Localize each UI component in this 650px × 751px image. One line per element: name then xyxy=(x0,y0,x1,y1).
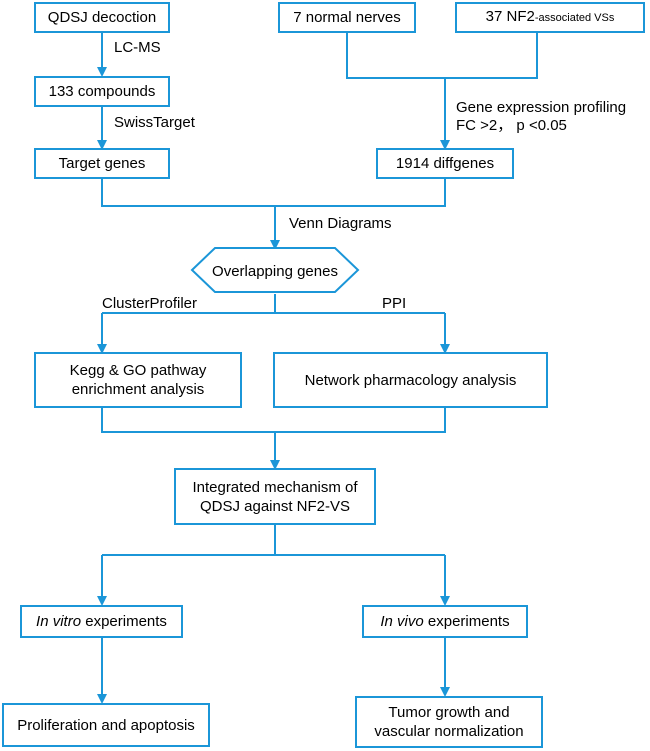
diffgenes-text: 1914 diffgenes xyxy=(395,155,495,172)
in-vitro-italic: In vitro xyxy=(36,613,82,630)
in-vitro-text: In vitro experiments xyxy=(36,612,167,631)
overlapping-genes-text: Overlapping genes xyxy=(212,262,338,280)
kegg-go-line2: enrichment analysis xyxy=(71,381,205,398)
proliferation-text: Proliferation and apoptosis xyxy=(17,716,195,734)
qdsj-decoction-text: QDSJ decoction xyxy=(47,9,157,26)
normal-nerves-box: 7 normal nerves xyxy=(278,2,416,33)
tumor-line2: vascular normalization xyxy=(374,723,524,740)
in-vitro-box: In vitro experiments xyxy=(20,605,183,638)
nf2-vss-text: 37 NF2-associated VSs xyxy=(486,7,615,28)
in-vivo-box: In vivo experiments xyxy=(362,605,528,638)
label-venn-diagrams: Venn Diagrams xyxy=(289,215,392,232)
tumor-line1: Tumor growth and xyxy=(388,704,510,721)
diffgenes-box: 1914 diffgenes xyxy=(376,148,514,179)
in-vivo-text: In vivo experiments xyxy=(380,612,509,631)
label-cluster-profiler: ClusterProfiler xyxy=(102,295,198,312)
nf2-vss-box: 37 NF2-associated VSs xyxy=(455,2,645,33)
proliferation-box: Proliferation and apoptosis xyxy=(2,703,210,747)
connector-targets-diffgenes-merge xyxy=(101,178,446,207)
integrated-line1: Integrated mechanism of xyxy=(192,478,358,496)
connector-analyses-merge xyxy=(101,407,446,433)
in-vivo-rest: experiments xyxy=(423,613,510,630)
qdsj-decoction-box: QDSJ decoction xyxy=(34,2,170,33)
normal-nerves-text: 7 normal nerves xyxy=(293,9,401,26)
in-vitro-rest: experiments xyxy=(81,613,167,630)
integrated-line2: QDSJ against NF2-VS xyxy=(199,497,351,515)
integrated-mechanism-box: Integrated mechanism of QDSJ against NF2… xyxy=(174,468,376,525)
label-fc-criteria: FC >2， p <0.05 xyxy=(456,117,567,134)
target-genes-text: Target genes xyxy=(58,155,146,172)
in-vivo-italic: In vivo xyxy=(380,613,424,630)
label-swiss-target: SwissTarget xyxy=(114,114,195,131)
network-pharmacology-box: Network pharmacology analysis xyxy=(273,352,548,408)
compounds-text: 133 compounds xyxy=(48,83,156,100)
target-genes-box: Target genes xyxy=(34,148,170,179)
nf2-vss-suffix: -associated VSs xyxy=(534,12,615,24)
connector-nerves-vss-merge xyxy=(346,32,538,79)
overlapping-genes-hexagon xyxy=(190,247,360,293)
network-pharmacology-text: Network pharmacology analysis xyxy=(304,371,517,389)
tumor-growth-box: Tumor growth and vascular normalization xyxy=(355,696,543,748)
label-ppi: PPI xyxy=(382,295,407,312)
label-lc-ms: LC-MS xyxy=(114,39,161,56)
kegg-go-box: Kegg & GO pathway enrichment analysis xyxy=(34,352,242,408)
label-gene-expression-profiling: Gene expression profiling xyxy=(456,99,627,116)
nf2-vss-prefix: 37 NF2 xyxy=(485,8,535,25)
compounds-box: 133 compounds xyxy=(34,76,170,107)
kegg-go-line1: Kegg & GO pathway xyxy=(69,362,207,379)
